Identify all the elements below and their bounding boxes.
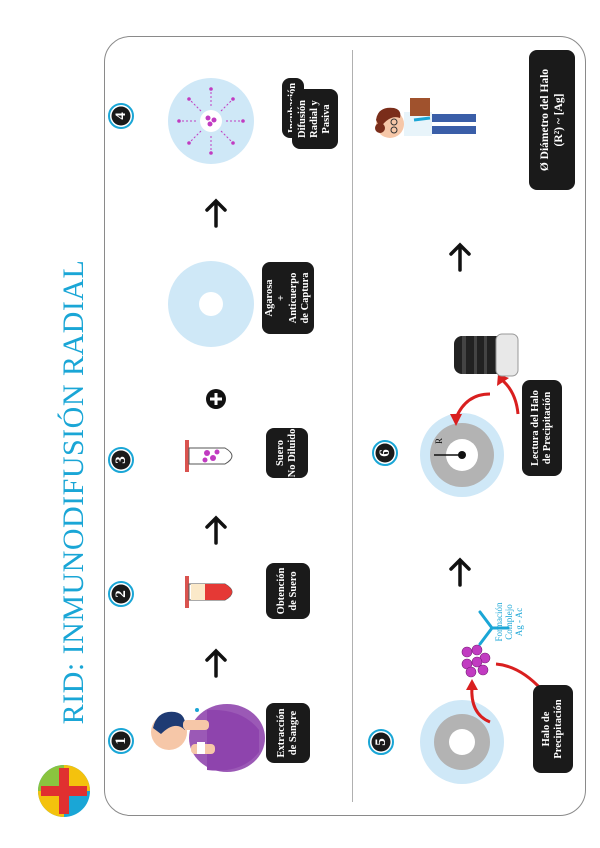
flow-arrow-3-4 <box>204 198 228 228</box>
step-3-badge: 3 <box>108 447 134 473</box>
analyst-illustration <box>370 84 480 164</box>
halo-reading-plate: R <box>418 411 506 499</box>
flow-arrow-1-2 <box>204 648 228 678</box>
step-4-badge: 4 <box>108 103 134 129</box>
row-divider <box>352 50 353 802</box>
step-1-badge: 1 <box>108 728 134 754</box>
logo-icon <box>37 764 91 818</box>
red-arrow-to-plate <box>446 388 496 428</box>
patient-blood-draw-illustration <box>147 690 267 780</box>
flow-arrow-2-3 <box>204 515 228 545</box>
radial-diffusion-plate <box>166 76 256 166</box>
step-6-badge: 6 <box>372 440 398 466</box>
result-label: Ø Diámetro del Halo(R²) ~ [Ag] <box>529 50 575 190</box>
undiluted-serum-tube-icon <box>183 436 243 476</box>
immune-complex-icon <box>455 640 495 680</box>
antibody-icon <box>470 606 510 656</box>
flow-arrow-5-6 <box>448 557 472 587</box>
radius-letter: R <box>434 438 444 445</box>
diagram-frame <box>104 36 586 816</box>
precipitation-halo-plate <box>418 698 506 786</box>
serum-tube-icon <box>183 574 243 610</box>
step-5-badge: 5 <box>368 729 394 755</box>
plus-icon <box>205 388 227 410</box>
flow-arrow-6-result <box>448 242 472 272</box>
agarose-plate <box>166 259 256 349</box>
camera-lens-icon <box>452 332 522 378</box>
page-title: RID: INMUNODIFUSIÓN RADIAL <box>57 259 90 725</box>
red-arrow-to-complex <box>460 676 500 726</box>
step-2-badge: 2 <box>108 581 134 607</box>
red-arrow-to-reader <box>494 372 528 416</box>
